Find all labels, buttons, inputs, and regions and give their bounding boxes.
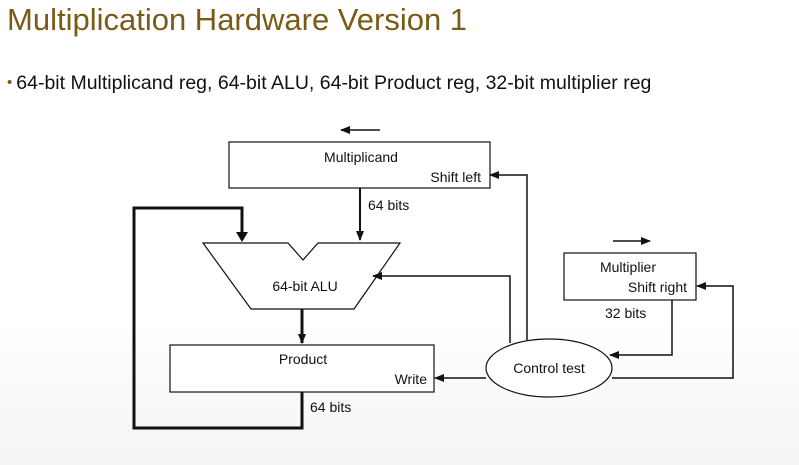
product-feedback-arrowhead [236,232,248,242]
product-width-label: 64 bits [310,399,351,415]
alu-block [201,242,402,310]
product-op-label: Write [395,371,428,387]
bullet-text: 64-bit Multiplicand reg, 64-bit ALU, 64-… [16,72,652,94]
slide-title: Multiplication Hardware Version 1 [7,2,468,37]
multiplier-op-label: Shift right [628,279,687,295]
product-feedback-wire [132,206,304,430]
multiplicand-op-label: Shift left [430,169,481,185]
control-test-block [485,338,613,398]
alu-label: 64-bit ALU [272,278,337,294]
multiplicand-width-label: 64 bits [368,197,409,213]
control-to-multiplicand-wire [489,171,528,340]
multiplier-register [563,252,697,301]
control-to-multiplier-wire [612,282,734,379]
multiplicand-label: Multiplicand [324,149,398,165]
multiplier-width-label: 32 bits [605,305,646,321]
multiplier-label: Multiplier [600,259,656,275]
multiplier-to-control-wire [609,300,673,359]
control-test-label: Control test [513,360,585,376]
bullet-item: •64-bit Multiplicand reg, 64-bit ALU, 64… [7,72,651,95]
product-label: Product [279,351,327,367]
control-to-alu-wire [372,272,511,343]
bullet-dot: • [7,74,13,91]
